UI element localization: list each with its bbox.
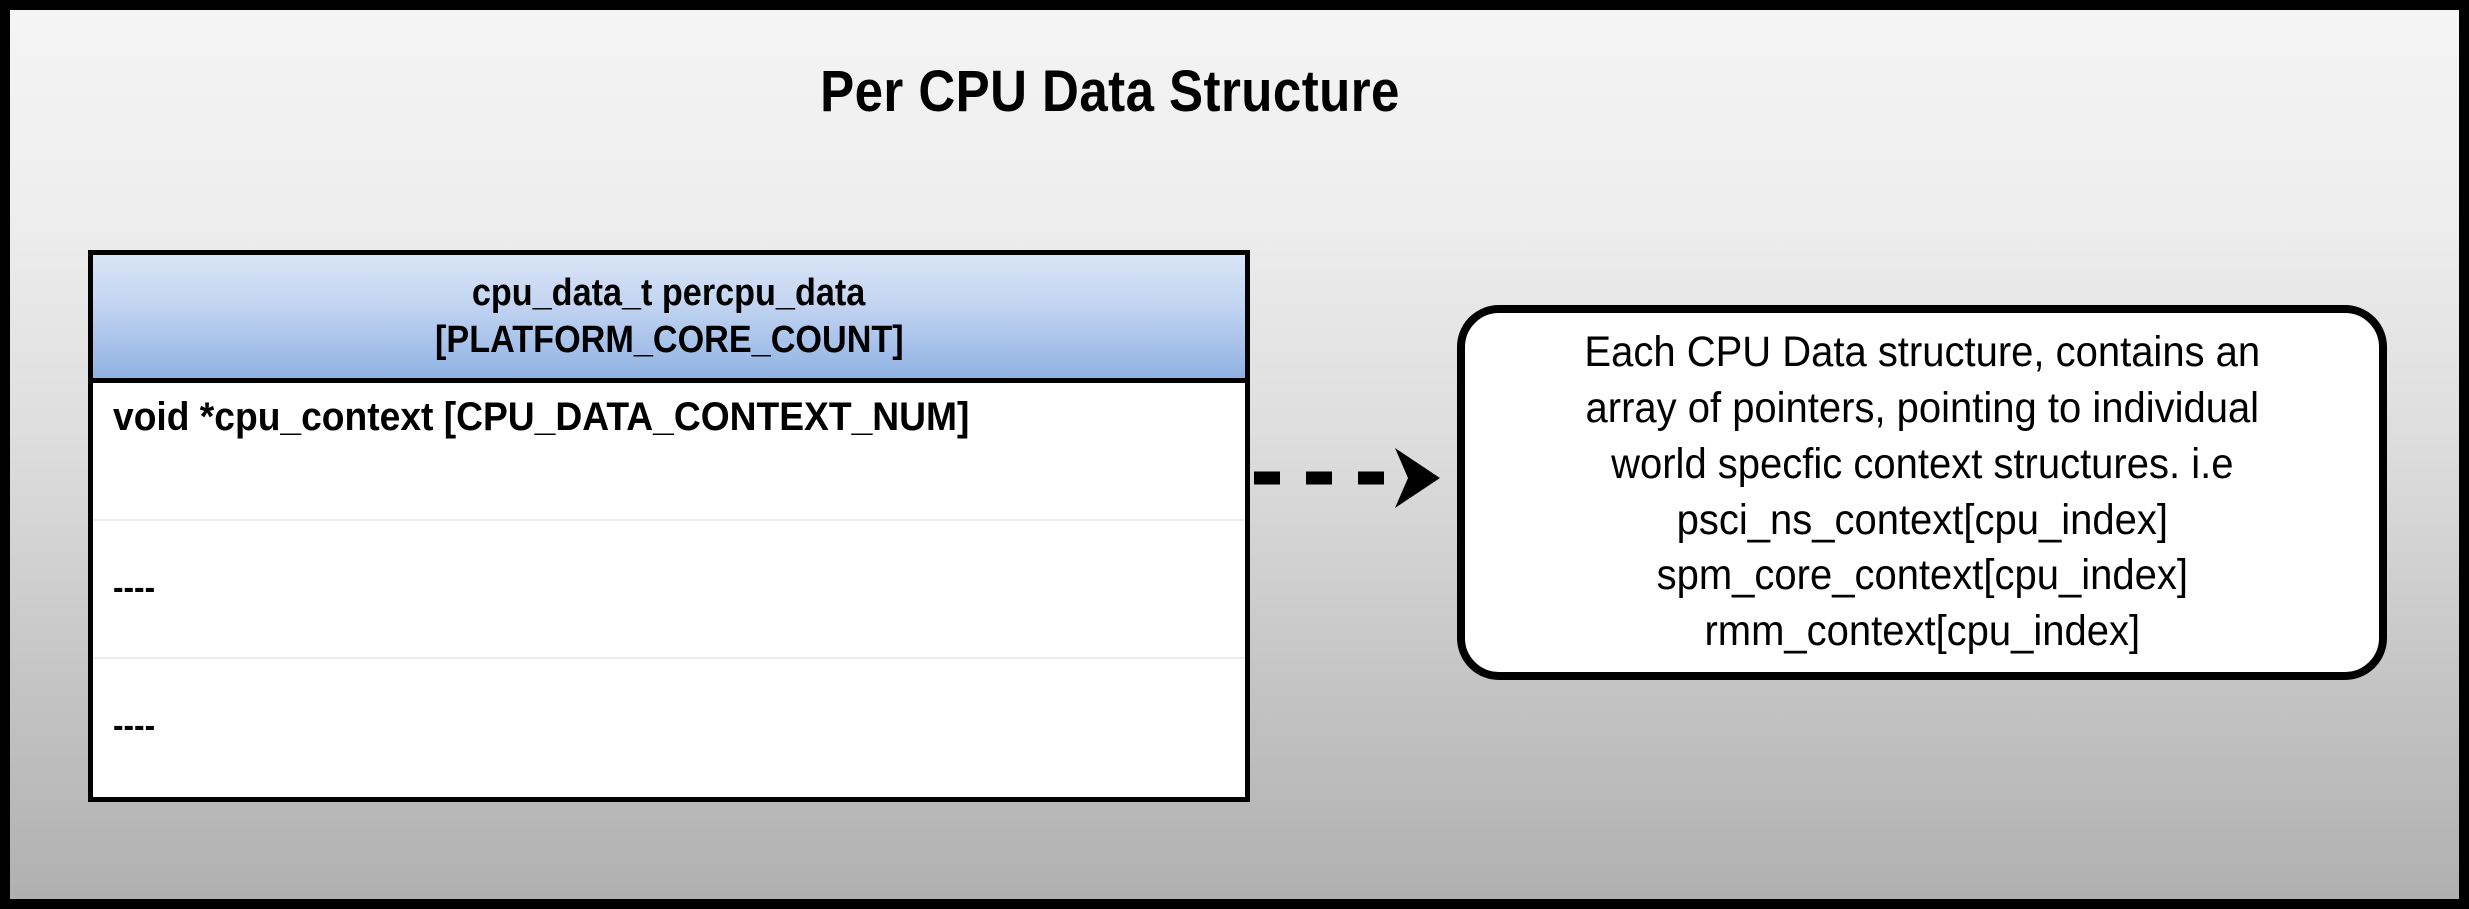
table-row: void *cpu_context [CPU_DATA_CONTEXT_NUM] (93, 383, 1245, 521)
callout-line-2: array of pointers, pointing to individua… (1585, 383, 2259, 432)
callout-line-3: world specfic context structures. i.e (1610, 439, 2234, 488)
struct-header-line-2: [PLATFORM_CORE_COUNT] (434, 318, 904, 361)
struct-header-line-1: cpu_data_t percpu_data (472, 272, 866, 315)
dashed-arrow-connector (1254, 448, 1440, 508)
page-title: Per CPU Data Structure (820, 59, 1400, 124)
callout-bubble: Each CPU Data structure, contains an arr… (1457, 305, 2387, 680)
arrow-head-icon (1395, 448, 1440, 508)
callout-line-4: psci_ns_context[cpu_index] (1676, 495, 2168, 544)
struct-table-header: cpu_data_t percpu_data [PLATFORM_CORE_CO… (93, 255, 1245, 383)
callout-line-1: Each CPU Data structure, contains an (1584, 327, 2260, 376)
percpu-data-struct-table: cpu_data_t percpu_data [PLATFORM_CORE_CO… (88, 250, 1250, 802)
struct-field-placeholder-1: ---- (113, 569, 156, 607)
struct-table-body: void *cpu_context [CPU_DATA_CONTEXT_NUM]… (93, 383, 1245, 797)
callout-line-6: rmm_context[cpu_index] (1704, 607, 2140, 656)
struct-field-placeholder-2: ---- (113, 707, 156, 745)
table-row: ---- (93, 521, 1245, 659)
table-row: ---- (93, 659, 1245, 797)
callout-text: Each CPU Data structure, contains an arr… (1560, 325, 2284, 660)
callout-line-5: spm_core_context[cpu_index] (1656, 551, 2188, 600)
struct-field-cpu-context: void *cpu_context [CPU_DATA_CONTEXT_NUM] (113, 395, 970, 439)
